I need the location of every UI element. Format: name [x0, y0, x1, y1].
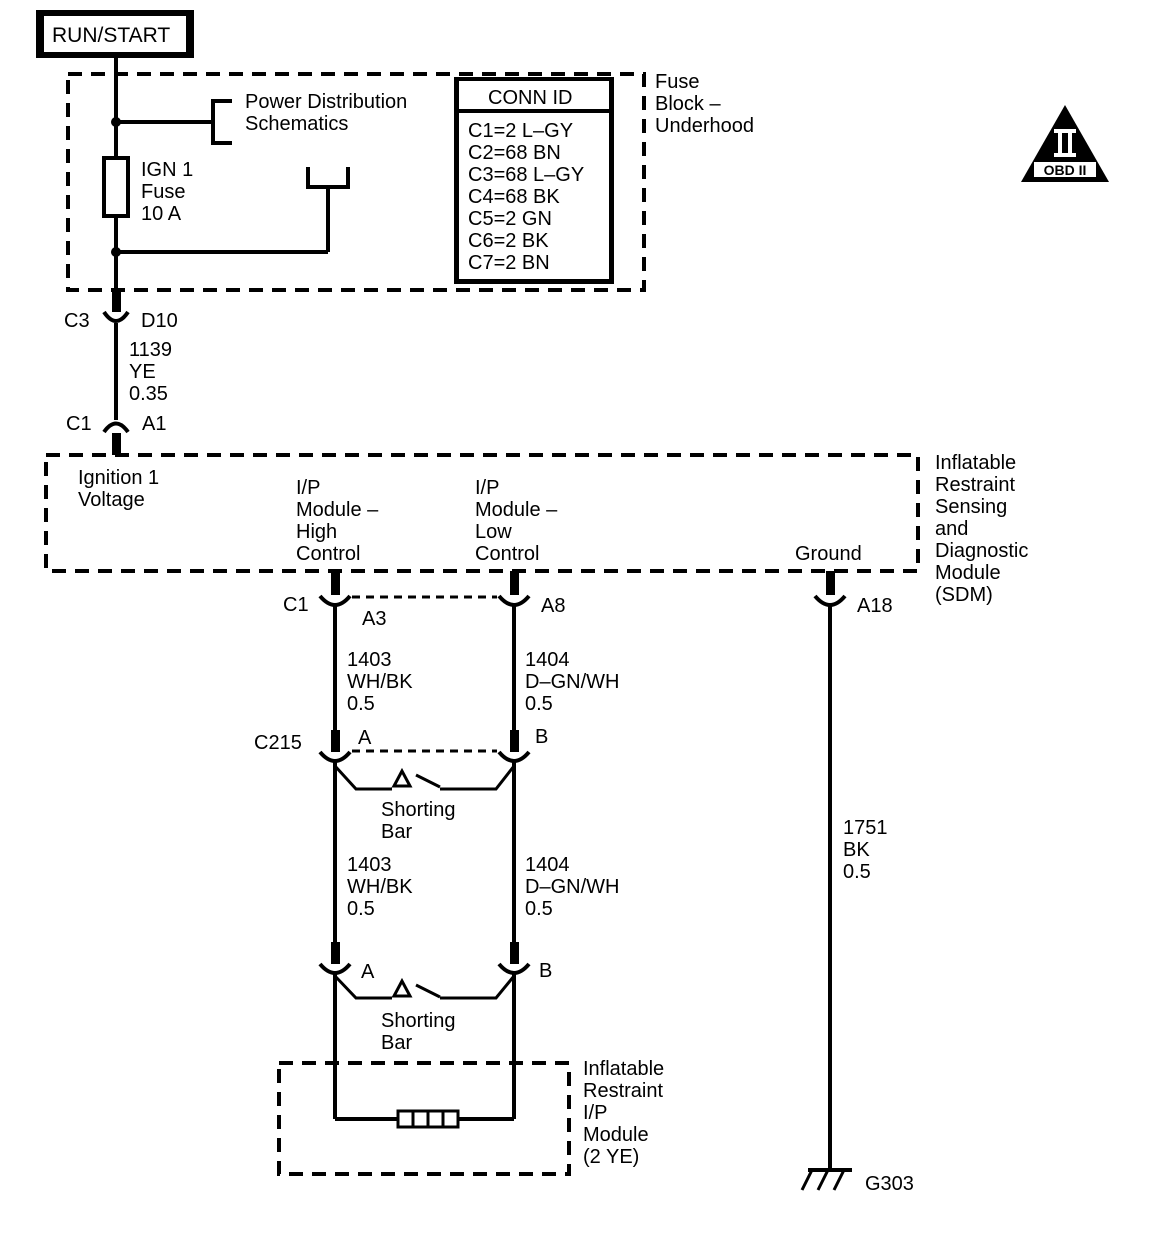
ign1-fuse-symbol: [102, 156, 130, 218]
ignition-1-voltage-label: Ignition 1 Voltage: [78, 467, 165, 511]
wire-1404-upper-label: 1404 D–GN/WH 0.5: [525, 649, 625, 715]
c215-label: C215: [254, 732, 302, 754]
svg-text:A1: A1: [142, 413, 166, 435]
ground-symbol-icon: [800, 1168, 852, 1191]
svg-text:D10: D10: [141, 310, 178, 332]
module-connector: [318, 942, 531, 1000]
shorting-bar-upper-label: Shorting Bar: [381, 799, 461, 843]
module-pin-b-label: B: [539, 960, 552, 982]
wire-1403-lower-label: 1403 WH/BK 0.5: [347, 854, 418, 920]
connector-c3: C3 D10: [64, 310, 178, 420]
run-start-label: RUN/START: [52, 24, 170, 47]
c215-pin-b-label: B: [535, 726, 548, 748]
squib-resistor-icon: [396, 1109, 460, 1129]
high-control-label: I/P Module – High Control: [296, 477, 384, 565]
wire-1139-label: 1139 YE 0.35: [129, 339, 178, 405]
obd-ii-badge-label: OBD II: [1044, 162, 1087, 178]
wire-1404-lower-label: 1404 D–GN/WH 0.5: [525, 854, 625, 920]
pin-a8-label: A8: [541, 595, 565, 617]
conn-id-rows: C1=2 L–GY C2=68 BN C3=68 L–GY C4=68 BK C…: [468, 120, 589, 274]
pin-a3-label: A3: [362, 608, 386, 630]
module-pin-a-label: A: [361, 961, 375, 983]
ign1-fuse-label: IGN 1 Fuse 10 A: [141, 159, 199, 225]
wire-1403-upper-label: 1403 WH/BK 0.5: [347, 649, 418, 715]
fuse-block-label: Fuse Block – Underhood: [655, 71, 754, 137]
fuse-block-wiring: [102, 58, 350, 312]
c215-pin-a-label: A: [358, 727, 372, 749]
ground-g303-label: G303: [865, 1173, 914, 1195]
ground-terminal-label: Ground: [795, 543, 862, 565]
sdm-label: Inflatable Restraint Sensing and Diagnos…: [935, 452, 1034, 606]
low-control-label: I/P Module – Low Control: [475, 477, 563, 565]
sdm-output-pins: [318, 571, 847, 607]
svg-text:C1: C1: [66, 413, 92, 435]
ip-module-wiring: [333, 974, 516, 1129]
ip-module-boundary: [277, 1061, 571, 1176]
connector-c1-a1: C1 A1: [66, 413, 166, 455]
fuse-block-boundary: [66, 72, 646, 292]
wire-1751-label: 1751 BK 0.5: [843, 817, 893, 883]
power-distribution-label: Power Distribution Schematics: [245, 91, 413, 135]
connector-c215: [318, 730, 531, 791]
control-wires: [333, 606, 832, 1168]
conn-id-title: CONN ID: [488, 87, 572, 109]
obd-ii-badge-icon: OBD II: [1021, 105, 1109, 182]
lower-control-wires: [333, 762, 516, 942]
sdm-boundary: [44, 453, 920, 573]
run-start-box: RUN/START: [36, 10, 194, 58]
shorting-bar-lower-label: Shorting Bar: [381, 1010, 461, 1054]
pin-a18-label: A18: [857, 595, 893, 617]
ip-module-label: Inflatable Restraint I/P Module (2 YE): [583, 1058, 670, 1168]
svg-text:C3: C3: [64, 310, 90, 332]
conn-id-table: CONN ID C1=2 L–GY C2=68 BN C3=68 L–GY C4…: [454, 77, 614, 284]
pin-c1-label: C1: [283, 594, 309, 616]
